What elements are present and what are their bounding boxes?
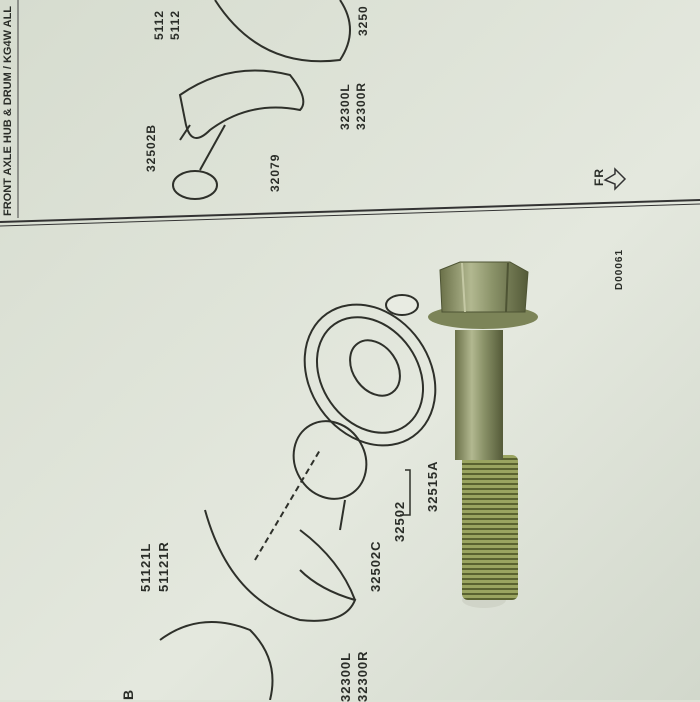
part-label: 32502B bbox=[144, 123, 158, 172]
bolt bbox=[428, 261, 538, 608]
bolt-thread bbox=[462, 455, 518, 600]
part-label: 32079 bbox=[268, 153, 282, 192]
part-label: 5112 bbox=[152, 9, 166, 40]
lower-parts-drawing bbox=[159, 294, 437, 700]
fr-label: FR bbox=[592, 168, 606, 186]
part-label: 32300L bbox=[338, 651, 353, 702]
figure-code: D00061 bbox=[614, 248, 625, 290]
diagram-title: FRONT AXLE HUB & DRUM / KG4W ALL bbox=[2, 5, 14, 216]
part-label: 32300R bbox=[354, 81, 368, 130]
part-label: 32300R bbox=[355, 650, 370, 702]
part-label: 3250 bbox=[356, 5, 370, 36]
bolt-shank bbox=[455, 330, 503, 460]
part-label: 5112 bbox=[168, 9, 182, 40]
upper-parts-drawing bbox=[172, 0, 351, 200]
part-label: 32502 bbox=[392, 500, 407, 542]
part-label: 51121R bbox=[156, 541, 171, 592]
part-label: 32515A bbox=[425, 460, 440, 512]
bolt-hex-head bbox=[439, 261, 529, 313]
part-label: 32502C bbox=[368, 540, 383, 592]
divider-line bbox=[0, 199, 700, 223]
section-letter: B bbox=[120, 688, 136, 700]
fr-arrow-icon bbox=[603, 167, 627, 191]
part-label: 32300L bbox=[338, 83, 352, 130]
part-label: 51121L bbox=[138, 542, 153, 592]
